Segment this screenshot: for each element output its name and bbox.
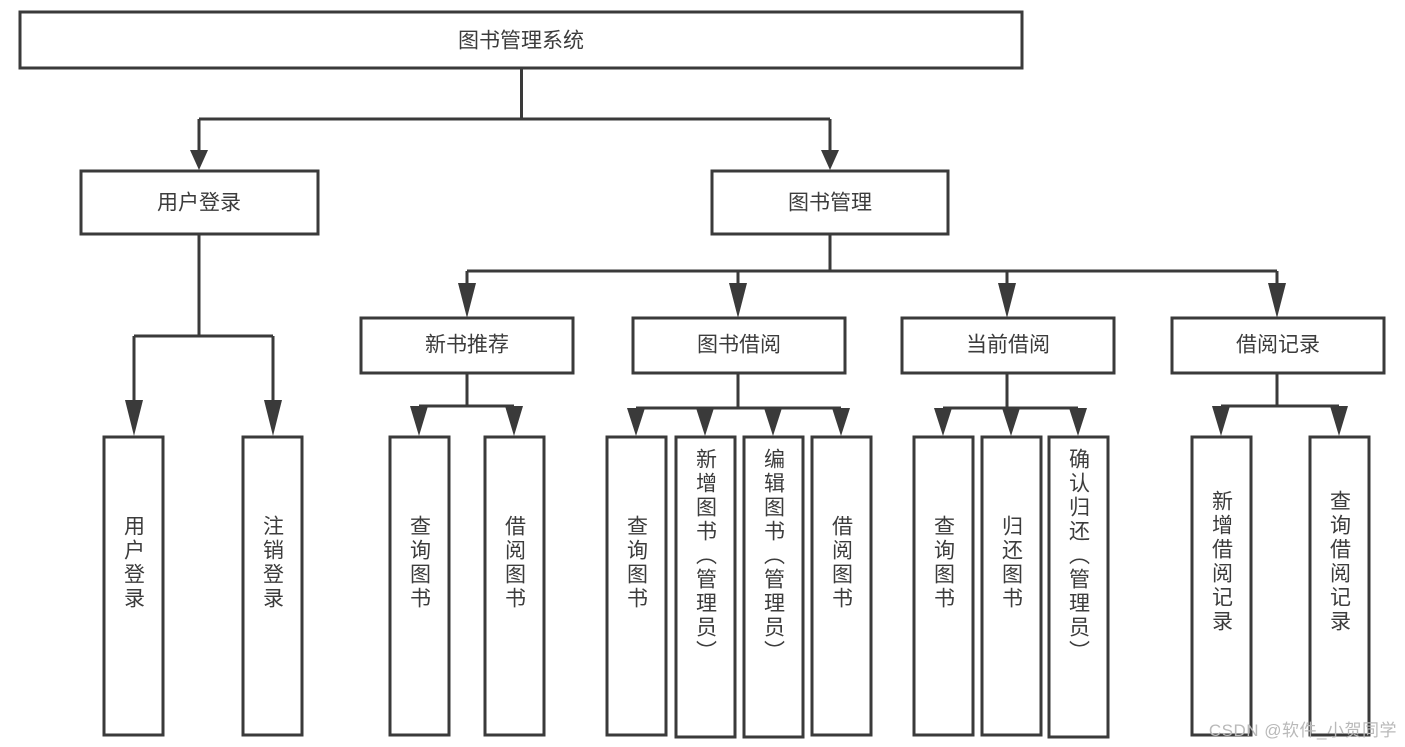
node-borrow-record-box[interactable] [1170,316,1386,375]
leaf-user-login-1[interactable]: 注销登录 [241,435,304,737]
leaf-book-borrow-3-box[interactable] [810,435,873,737]
leaf-book-borrow-2-label: 编辑图书（管理员） [762,448,786,664]
leaf-current-borrow-0-label: 查询图书 [932,515,956,611]
leaf-user-login-1-label: 注销登录 [261,515,285,611]
node-root-label: 图书管理系统 [458,30,584,53]
leaf-current-borrow-1-label: 归还图书 [1000,515,1024,611]
node-borrow-record[interactable]: 借阅记录 [1170,316,1386,375]
node-current-borrow-box[interactable] [900,316,1116,375]
node-new-book-recommend-label: 新书推荐 [425,334,509,357]
arrowhead-current-borrow-leaf1 [934,408,952,436]
arrowhead-current-borrow-leaf2 [1002,408,1020,436]
leaf-book-borrow-1[interactable]: 新增图书（管理员） [674,435,737,739]
arrowhead-book-manage [821,150,839,170]
node-user-login[interactable]: 用户登录 [79,169,320,236]
arrowhead-book-borrow-leaf1 [627,408,645,436]
leaf-current-borrow-2[interactable]: 确认归还（管理员） [1047,435,1110,739]
leaf-current-borrow-2-box[interactable] [1047,435,1110,739]
node-book-borrow[interactable]: 图书借阅 [631,316,847,375]
node-book-borrow-label: 图书借阅 [697,334,781,357]
arrowhead-book-borrow-leaf4 [832,408,850,436]
leaf-book-borrow-0-box[interactable] [605,435,668,737]
arrowhead-new-book [458,283,476,318]
leaf-borrow-record-1-label: 查询借阅记录 [1328,490,1352,634]
leaf-borrow-record-0-box[interactable] [1190,435,1253,737]
arrowhead-user-login [190,150,208,170]
node-book-manage-box[interactable] [710,169,950,236]
leaf-book-borrow-1-box[interactable] [674,435,737,739]
leaf-borrow-record-0[interactable]: 新增借阅记录 [1190,435,1253,737]
arrowhead-book-borrow [729,283,747,318]
node-new-book-recommend[interactable]: 新书推荐 [359,316,575,375]
leaf-book-borrow-0-label: 查询图书 [625,515,649,611]
arrowhead-book-borrow-leaf2 [696,408,714,436]
node-root-box[interactable] [18,10,1024,70]
arrowhead-new-book-leaf1 [410,406,428,436]
leaf-new-book-1-label: 借阅图书 [503,515,527,611]
node-current-borrow-label: 当前借阅 [966,334,1050,357]
node-book-manage-label: 图书管理 [788,192,872,215]
leaf-user-login-0-box[interactable] [102,435,165,737]
leaf-current-borrow-0[interactable]: 查询图书 [912,435,975,737]
arrowhead-current-borrow-leaf3 [1069,408,1087,436]
leaf-borrow-record-1-box[interactable] [1308,435,1371,737]
leaf-book-borrow-2-box[interactable] [742,435,805,739]
leaf-book-borrow-2[interactable]: 编辑图书（管理员） [742,435,805,739]
node-borrow-record-label: 借阅记录 [1236,334,1320,357]
node-new-book-recommend-box[interactable] [359,316,575,375]
leaf-current-borrow-1[interactable]: 归还图书 [980,435,1043,737]
leaf-new-book-1-box[interactable] [483,435,546,737]
connector-layer [125,68,1348,436]
arrowhead-borrow-record [1268,283,1286,318]
arrowhead-user-login-leaf1 [125,400,143,436]
leaf-user-login-0-label: 用户登录 [122,515,146,611]
leaf-book-borrow-0[interactable]: 查询图书 [605,435,668,737]
leaf-current-borrow-2-label: 确认归还（管理员） [1067,448,1091,664]
leaf-new-book-1[interactable]: 借阅图书 [483,435,546,737]
arrowhead-new-book-leaf2 [505,406,523,436]
leaf-borrow-record-0-label: 新增借阅记录 [1210,490,1234,634]
node-book-borrow-box[interactable] [631,316,847,375]
node-user-login-label: 用户登录 [157,192,241,215]
arrowhead-borrow-record-leaf1 [1212,406,1230,436]
leaf-current-borrow-1-box[interactable] [980,435,1043,737]
node-book-manage[interactable]: 图书管理 [710,169,950,236]
leaf-borrow-record-1[interactable]: 查询借阅记录 [1308,435,1371,737]
leaf-current-borrow-0-box[interactable] [912,435,975,737]
leaf-new-book-0-box[interactable] [388,435,451,737]
leaf-new-book-0-label: 查询图书 [408,515,432,611]
arrowhead-current-borrow [998,283,1016,318]
leaf-book-borrow-1-label: 新增图书（管理员） [694,448,718,664]
arrowhead-user-login-leaf2 [264,400,282,436]
node-current-borrow[interactable]: 当前借阅 [900,316,1116,375]
node-user-login-box[interactable] [79,169,320,236]
arrowhead-borrow-record-leaf2 [1330,406,1348,436]
arrowhead-book-borrow-leaf3 [764,408,782,436]
node-root[interactable]: 图书管理系统 [18,10,1024,70]
leaf-user-login-0[interactable]: 用户登录 [102,435,165,737]
leaf-book-borrow-3-label: 借阅图书 [830,515,854,611]
leaf-user-login-1-box[interactable] [241,435,304,737]
leaf-book-borrow-3[interactable]: 借阅图书 [810,435,873,737]
leaf-new-book-0[interactable]: 查询图书 [388,435,451,737]
